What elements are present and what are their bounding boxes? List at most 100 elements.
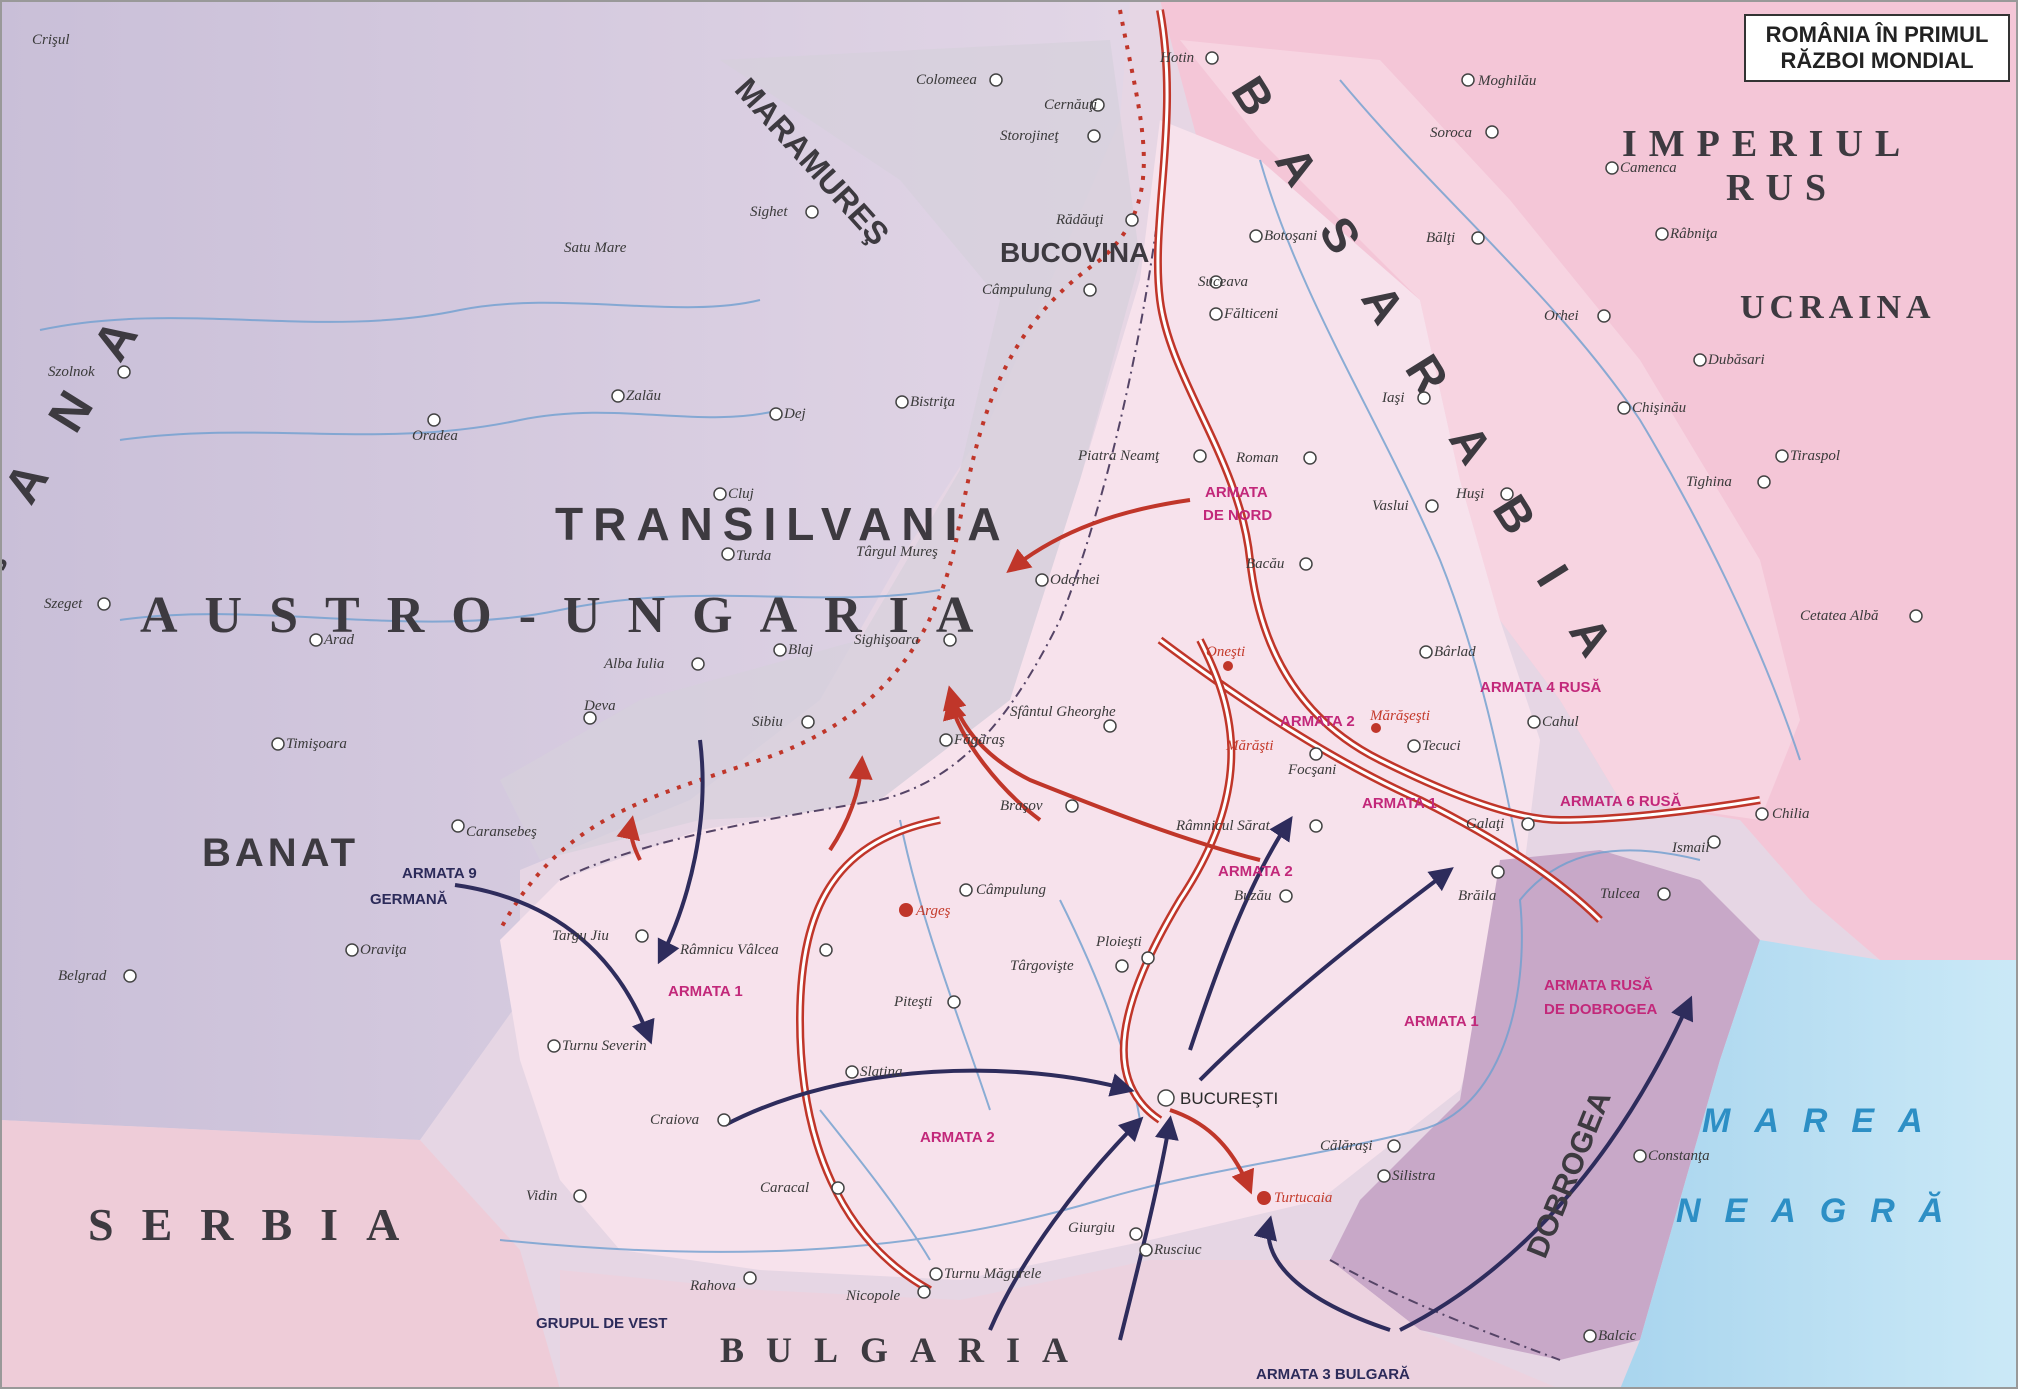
front-line-dotted (498, 9, 1146, 931)
city-vidin: Vidin (526, 1188, 557, 1204)
army-label-3-bulgara: ARMATA 3 BULGARĂ (1256, 1366, 1410, 1383)
romanian-arrows (616, 498, 1261, 1195)
city-barlad: Bârlad (1434, 644, 1476, 660)
city-bistrita: Bistriţa (910, 394, 955, 410)
city-tighina: Tighina (1686, 474, 1732, 490)
city-cernauti: Cernăuţi (1044, 97, 1097, 113)
city-moghilau: Moghilău (1477, 73, 1536, 89)
city-tecuci: Tecuci (1422, 738, 1461, 754)
city-chilia: Chilia (1772, 806, 1810, 822)
city-balti: Bălţi (1426, 230, 1455, 246)
region-label-bucovina: BUCOVINA (1000, 237, 1149, 268)
dobrogea-area (1330, 850, 1760, 1360)
city-galati: Galaţi (1466, 816, 1504, 832)
city-cahul: Cahul (1542, 714, 1579, 730)
city-suceava: Suceava (1198, 274, 1248, 290)
city-dubasari: Dubăsari (1707, 352, 1765, 368)
city-onesti: Oneşti (1206, 644, 1245, 660)
region-label-transilvania: TRANSILVANIA (555, 498, 1011, 550)
city-chisinau: Chişinău (1632, 400, 1686, 416)
city-alba-iulia: Alba Iulia (603, 656, 664, 672)
city-rusciuc: Rusciuc (1153, 1242, 1202, 1258)
city-braila: Brăila (1458, 888, 1496, 904)
city-nicopole: Nicopole (845, 1288, 900, 1304)
city-caracal: Caracal (760, 1180, 809, 1196)
army-label-1-east: ARMATA 1 (1362, 795, 1437, 812)
city-sighet: Sighet (750, 204, 788, 220)
map-title-box: ROMÂNIA ÎN PRIMUL RĂZBOI MONDIAL (1744, 14, 2010, 82)
serbia-area (0, 1120, 560, 1389)
army-label-1-south: ARMATA 1 (1404, 1013, 1479, 1030)
city-piatra-neamt: Piatra Neamţ (1077, 448, 1160, 464)
city-timisoara: Timişoara (286, 736, 347, 752)
red-city-markers (899, 661, 1381, 1205)
city-targu-jiu: Targu Jiu (552, 928, 609, 944)
city-silistra: Silistra (1392, 1168, 1435, 1184)
city-roman: Roman (1235, 450, 1279, 466)
city-ismail: Ismail (1671, 840, 1710, 856)
army-label-grupul-de-vest: GRUPUL DE VEST (536, 1315, 667, 1332)
city-buzau: Buzău (1234, 888, 1272, 904)
city-odorhei: Odorhei (1050, 572, 1100, 588)
map-title-line-2: RĂZBOI MONDIAL (1780, 48, 1974, 73)
sea-label-marea: MAREA (1702, 1102, 1947, 1140)
army-label-rusa-dobrogea-1: ARMATA RUSĂ (1544, 977, 1653, 994)
city-szeged: Szeget (44, 596, 83, 612)
city-arges: Argeş (915, 903, 951, 919)
city-caransebes: Caransebeş (466, 824, 537, 840)
city-turnu-severin: Turnu Severin (562, 1038, 647, 1054)
city-turnu-magurele: Turnu Măgurele (944, 1266, 1042, 1282)
city-iasi: Iaşi (1381, 390, 1405, 406)
basarabia-area (1180, 40, 1800, 820)
army-label-de-nord-1: ARMATA (1205, 484, 1268, 501)
city-storojinet: Storojineţ (1000, 128, 1059, 144)
city-satu-mare: Satu Mare (564, 240, 627, 256)
city-colomeea: Colomeea (916, 72, 977, 88)
country-label-austro-ungaria: AUSTRO-UNGARIA (140, 587, 1000, 644)
city-blaj: Blaj (788, 642, 813, 658)
carpathians-shade (500, 40, 1140, 860)
city-balcic: Balcic (1598, 1328, 1637, 1344)
country-label-bulgaria: BULGARIA (720, 1330, 1090, 1370)
army-label-4-rusa: ARMATA 4 RUSĂ (1480, 679, 1602, 696)
city-camenca: Camenca (1620, 160, 1677, 176)
city-fagaras: Făgăraş (953, 732, 1005, 748)
army-label-1-west: ARMATA 1 (668, 983, 743, 1000)
city-sighisoara: Sighişoara (854, 632, 919, 648)
city-marasti: Mărăşti (1225, 738, 1274, 754)
city-oradea: Oradea (412, 428, 458, 444)
army-label-rusa-dobrogea-2: DE DOBROGEA (1544, 1001, 1658, 1018)
city-cluj: Cluj (728, 486, 754, 502)
army-label-de-nord-2: DE NORD (1203, 507, 1272, 524)
city-husi: Huşi (1455, 486, 1484, 502)
region-label-banat: BANAT (202, 831, 359, 875)
army-label-6-rusa: ARMATA 6 RUSĂ (1560, 793, 1682, 810)
country-label-imperiul: IMPERIUL (1622, 123, 1912, 165)
city-deva: Deva (583, 698, 616, 714)
city-bucuresti: BUCUREŞTI (1180, 1089, 1278, 1108)
city-constanta: Constanţa (1648, 1148, 1710, 1164)
city-cetatea-alba: Cetatea Albă (1800, 608, 1878, 624)
city-dej: Dej (783, 406, 806, 422)
army-label-9-germana-1: ARMATA 9 (402, 865, 477, 882)
city-turtucaia: Turtucaia (1274, 1190, 1332, 1206)
city-radauti: Rădăuţi (1055, 212, 1104, 228)
army-label-2-south: ARMATA 2 (920, 1129, 995, 1146)
city-turda: Turda (736, 548, 771, 564)
city-campulung-m: Câmpulung (982, 282, 1053, 298)
borders (559, 199, 1561, 1361)
country-label-serbia: SERBIA (88, 1199, 427, 1250)
city-ploiesti: Ploieşti (1095, 934, 1142, 950)
austro-hungary-area (0, 0, 1130, 1140)
army-label-2-marasesti: ARMATA 2 (1280, 713, 1355, 730)
city-tulcea: Tulcea (1600, 886, 1640, 902)
city-giurgiu: Giurgiu (1068, 1220, 1115, 1236)
city-szolnok: Szolnok (48, 364, 95, 380)
army-label-2-buzau: ARMATA 2 (1218, 863, 1293, 880)
city-pitesti: Piteşti (893, 994, 932, 1010)
city-craiova: Craiova (650, 1112, 699, 1128)
city-focsani: Focşani (1287, 762, 1336, 778)
city-tiraspol: Tiraspol (1790, 448, 1840, 464)
city-marasesti: Mărăşeşti (1369, 708, 1430, 724)
